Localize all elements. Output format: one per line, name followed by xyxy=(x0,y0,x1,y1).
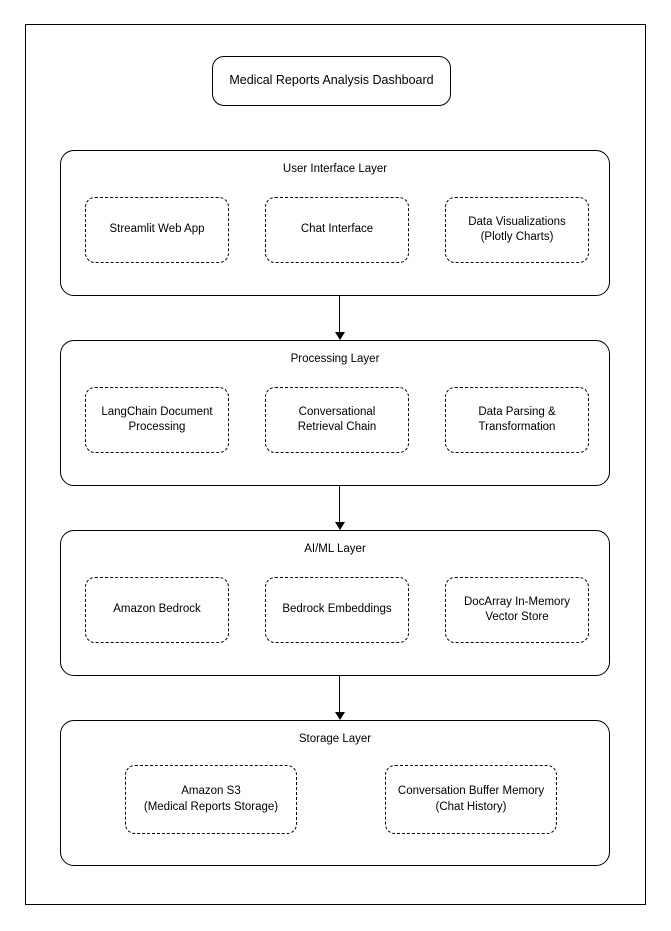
arrow-shaft xyxy=(339,296,341,333)
layer-title-processing: Processing Layer xyxy=(290,353,380,365)
node-chat-interface[interactable]: Chat Interface xyxy=(265,197,409,263)
node-label: Data Parsing & Transformation xyxy=(478,405,556,433)
arrow-head-icon xyxy=(335,332,345,340)
node-conversation-buffer-memory[interactable]: Conversation Buffer Memory (Chat History… xyxy=(385,765,557,834)
connector-arrow-ui-to-processing xyxy=(334,296,346,340)
node-conversational-retrieval-chain[interactable]: Conversational Retrieval Chain xyxy=(265,387,409,453)
node-amazon-s3[interactable]: Amazon S3 (Medical Reports Storage) xyxy=(125,765,297,834)
node-label: Chat Interface xyxy=(300,223,374,236)
node-label: Streamlit Web App xyxy=(109,223,205,236)
node-docarray-vector-store[interactable]: DocArray In-Memory Vector Store xyxy=(445,577,589,643)
node-bedrock-embeddings[interactable]: Bedrock Embeddings xyxy=(265,577,409,643)
layer-nodes-processing: LangChain Document Processing Conversati… xyxy=(61,387,609,453)
layer-title-ai-ml: AI/ML Layer xyxy=(304,543,366,555)
connector-arrow-processing-to-aiml xyxy=(334,486,346,530)
node-label: LangChain Document Processing xyxy=(101,405,213,433)
layer-ai-ml: AI/ML Layer Amazon Bedrock Bedrock Embed… xyxy=(60,530,610,676)
arrow-shaft xyxy=(339,486,341,523)
layer-title-user-interface: User Interface Layer xyxy=(282,163,388,175)
layer-title-storage: Storage Layer xyxy=(298,733,372,745)
node-data-visualizations[interactable]: Data Visualizations (Plotly Charts) xyxy=(445,197,589,263)
connector-arrow-aiml-to-storage xyxy=(334,676,346,720)
node-label: Data Visualizations (Plotly Charts) xyxy=(468,215,566,243)
layer-processing: Processing Layer LangChain Document Proc… xyxy=(60,340,610,486)
node-label: Conversation Buffer Memory (Chat History… xyxy=(397,785,545,813)
node-label: DocArray In-Memory Vector Store xyxy=(463,595,571,623)
layer-nodes-ai-ml: Amazon Bedrock Bedrock Embeddings DocArr… xyxy=(61,577,609,643)
node-streamlit-web-app[interactable]: Streamlit Web App xyxy=(85,197,229,263)
layer-nodes-user-interface: Streamlit Web App Chat Interface Data Vi… xyxy=(61,197,609,263)
node-label: Bedrock Embeddings xyxy=(282,603,392,616)
layer-user-interface: User Interface Layer Streamlit Web App C… xyxy=(60,150,610,296)
arrow-shaft xyxy=(339,676,341,713)
diagram-title-box: Medical Reports Analysis Dashboard xyxy=(212,56,451,106)
node-data-parsing-transformation[interactable]: Data Parsing & Transformation xyxy=(445,387,589,453)
node-label: Conversational Retrieval Chain xyxy=(297,405,377,433)
arrow-head-icon xyxy=(335,712,345,720)
node-label: Amazon S3 (Medical Reports Storage) xyxy=(143,785,279,813)
node-langchain-document-processing[interactable]: LangChain Document Processing xyxy=(85,387,229,453)
node-label: Amazon Bedrock xyxy=(113,603,201,616)
node-amazon-bedrock[interactable]: Amazon Bedrock xyxy=(85,577,229,643)
layer-storage: Storage Layer Amazon S3 (Medical Reports… xyxy=(60,720,610,866)
arrow-head-icon xyxy=(335,522,345,530)
diagram-title-text: Medical Reports Analysis Dashboard xyxy=(229,73,434,88)
layer-nodes-storage: Amazon S3 (Medical Reports Storage) Conv… xyxy=(61,765,609,834)
